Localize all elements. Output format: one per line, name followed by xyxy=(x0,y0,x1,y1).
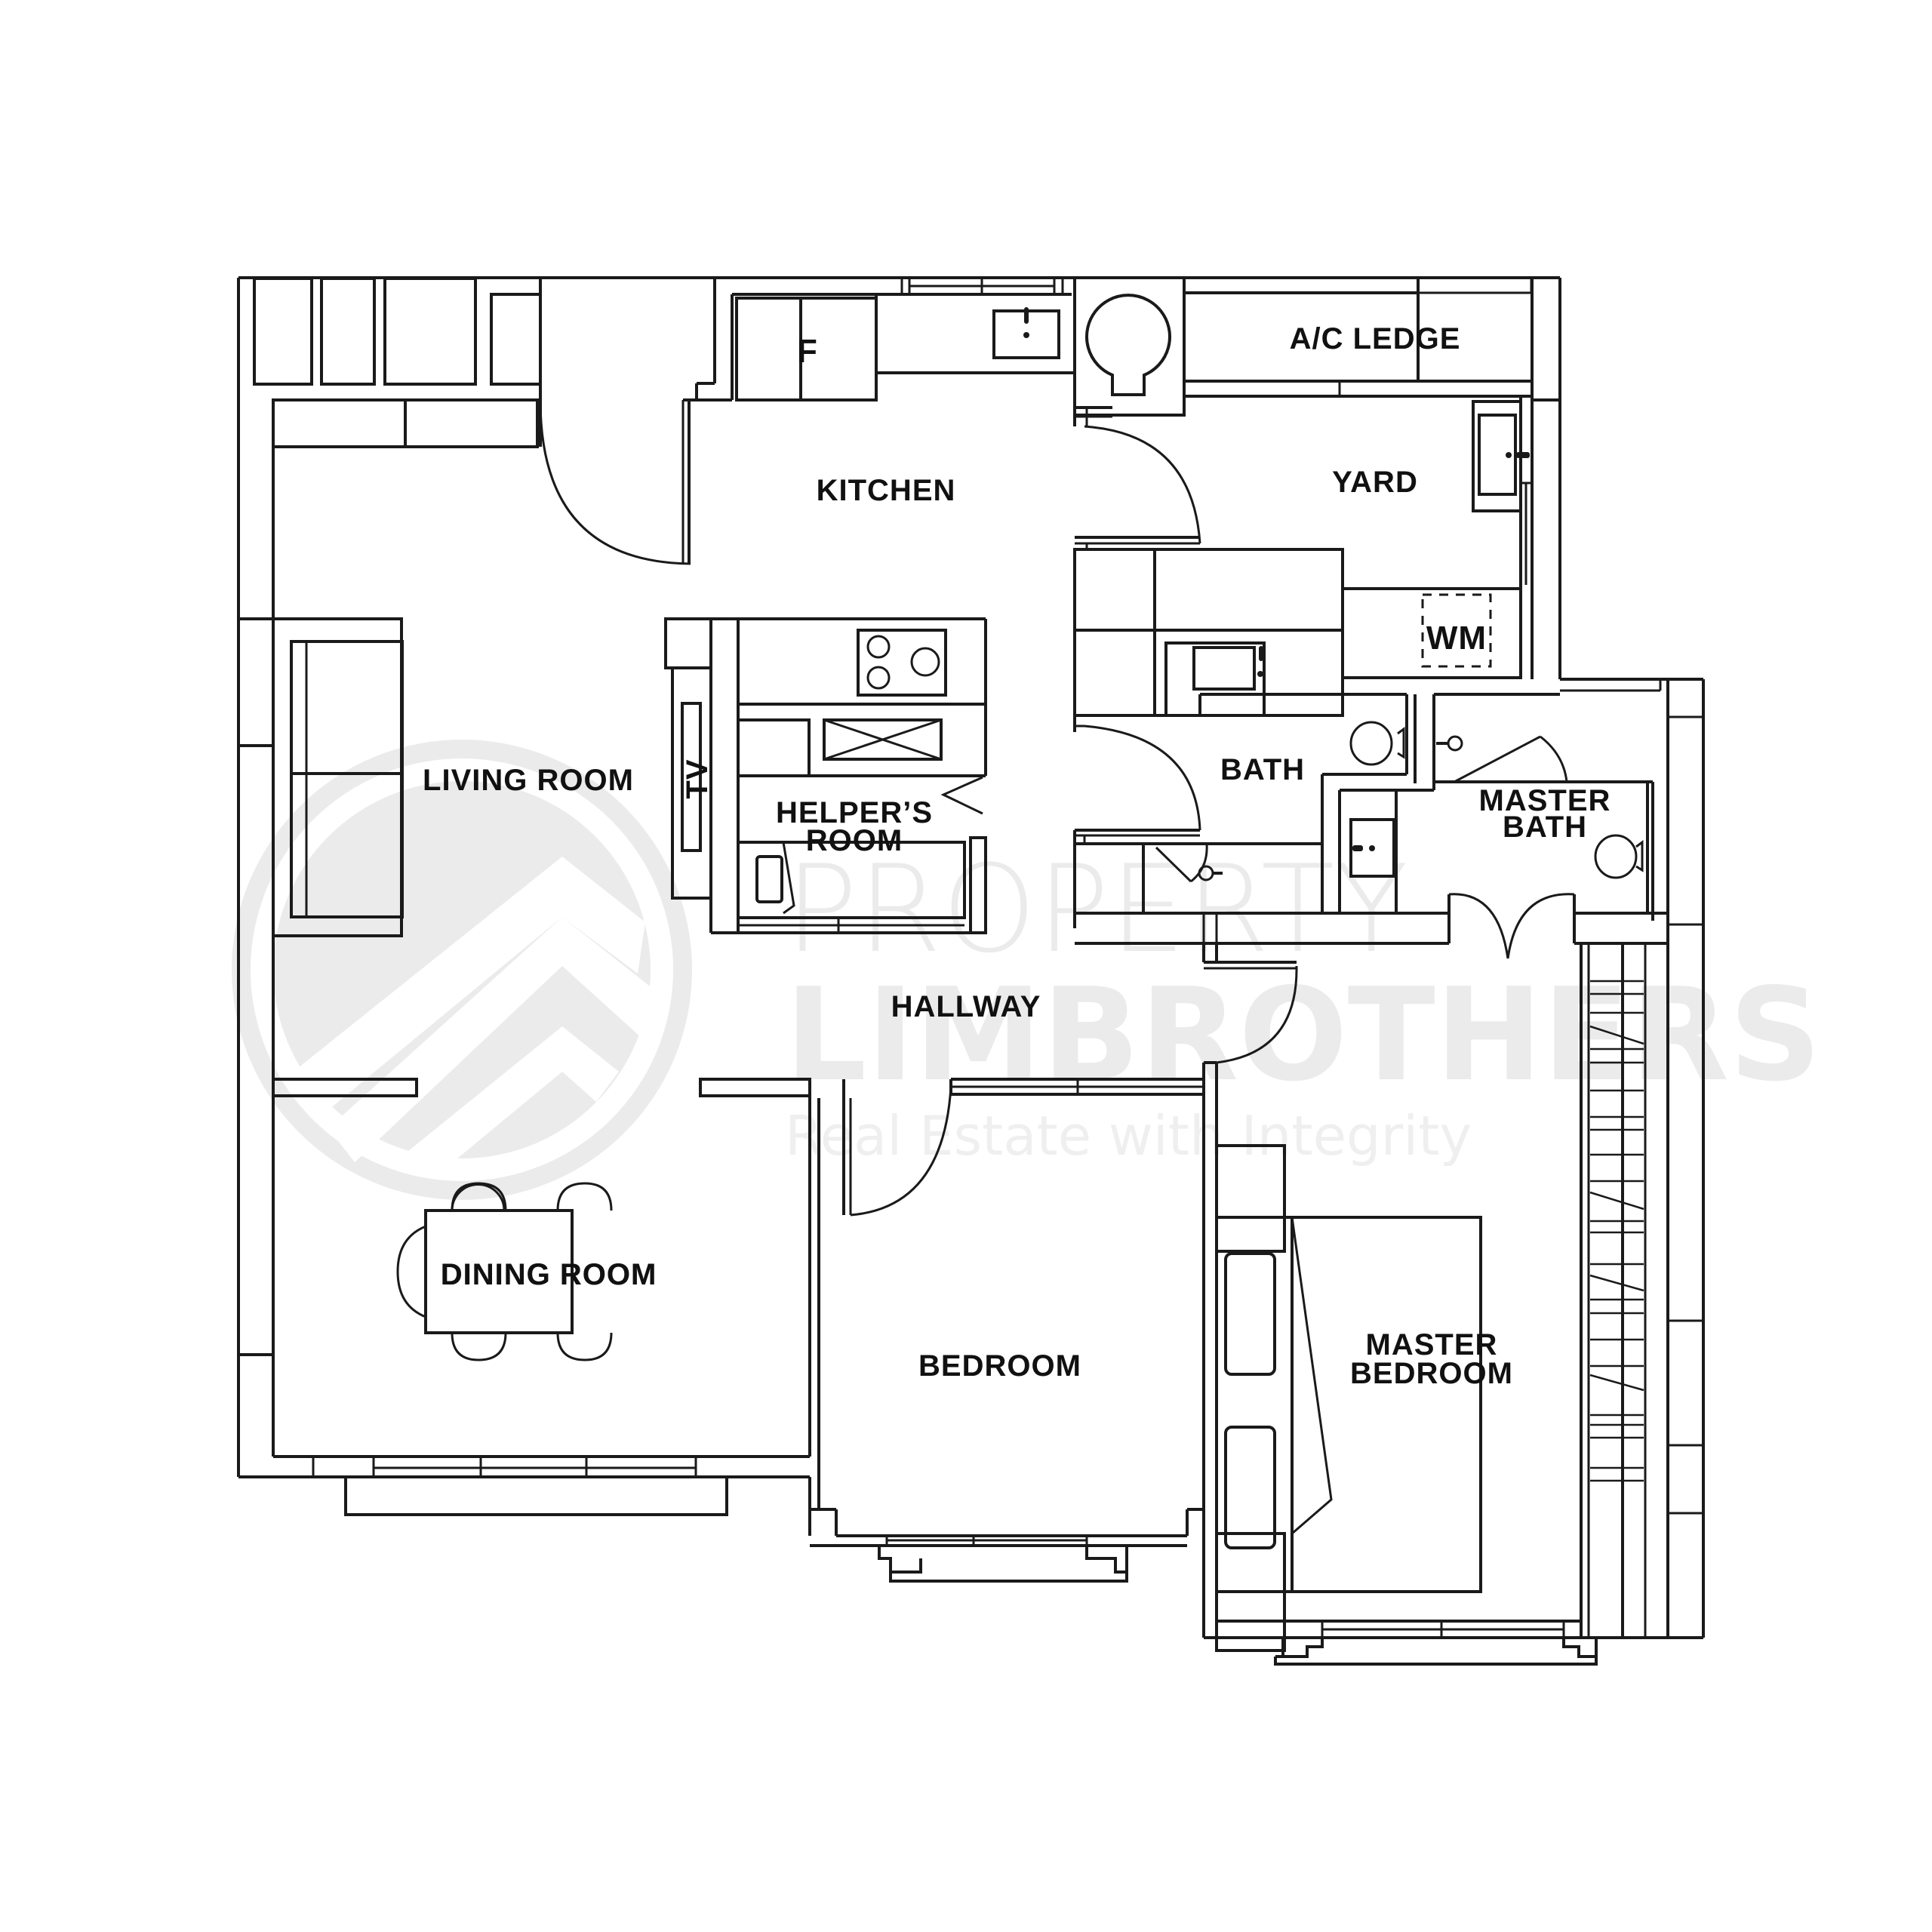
washing-machine-icon xyxy=(1421,593,1492,668)
kitchen xyxy=(539,278,1076,565)
sofa-icon xyxy=(272,617,404,937)
bedroom xyxy=(808,1078,1204,1583)
label-bedroom: BEDROOM xyxy=(918,1349,1081,1383)
tv-icon xyxy=(681,702,702,852)
watermark-line1: PROPERTY xyxy=(785,838,1408,980)
label-dining-room-overlay: DINING ROOM xyxy=(441,1258,657,1291)
label-hallway: HALLWAY xyxy=(891,990,1041,1023)
water-heater-icon xyxy=(1085,294,1171,396)
cooktop-icon xyxy=(857,629,947,697)
yard-area xyxy=(1073,276,1534,717)
room-labels: F KITCHEN A/C LEDGE YARD WM LIVING ROOM … xyxy=(423,322,1611,1390)
partition-wall-right xyxy=(699,1078,811,1097)
kitchen-sink-icon xyxy=(992,307,1060,359)
label-helpers-room-1: HELPER’S xyxy=(776,796,933,829)
label-dining-room: DINING ROOM xyxy=(441,1258,657,1291)
master-toilet-icon xyxy=(1594,834,1644,879)
master-bath xyxy=(1075,693,1668,959)
watermark-logo-icon xyxy=(232,740,692,1200)
living-room-cabinets xyxy=(253,277,542,448)
helpers-room xyxy=(664,617,987,934)
oven-icon xyxy=(823,718,943,761)
watermark-line2: LIMBROTHERS xyxy=(785,961,1821,1110)
watermark: PROPERTY LIMBROTHERS Real Estate with In… xyxy=(232,740,1821,1200)
master-bed-icon xyxy=(1215,1216,1482,1593)
wardrobe-icon xyxy=(1580,943,1647,1638)
label-washing-machine: WM xyxy=(1426,620,1487,657)
label-master-bath-1: MASTER xyxy=(1479,784,1611,817)
label-fridge: F xyxy=(797,333,818,370)
watermark-tagline: Real Estate with Integrity xyxy=(785,1104,1472,1168)
label-master-bedroom-2: BEDROOM xyxy=(1350,1357,1513,1390)
label-tv: TV xyxy=(681,758,714,798)
dining-table-icon xyxy=(396,1182,613,1361)
label-master-bath-2: BATH xyxy=(1503,811,1587,844)
label-master-bedroom-1: MASTER xyxy=(1366,1328,1498,1361)
label-kitchen: KITCHEN xyxy=(817,474,956,507)
label-bath: BATH xyxy=(1220,753,1305,786)
partition-wall-left xyxy=(272,1078,418,1097)
label-ac-ledge: A/C LEDGE xyxy=(1290,322,1461,355)
master-bedroom xyxy=(1202,943,1668,1666)
label-living-room: LIVING ROOM xyxy=(423,764,634,797)
fridge-icon xyxy=(735,297,802,401)
bath xyxy=(1073,693,1417,928)
outer-walls xyxy=(237,276,1705,1639)
label-yard: YARD xyxy=(1332,466,1418,499)
label-helpers-room-2: ROOM xyxy=(806,824,903,857)
toilet-icon xyxy=(1349,721,1405,766)
